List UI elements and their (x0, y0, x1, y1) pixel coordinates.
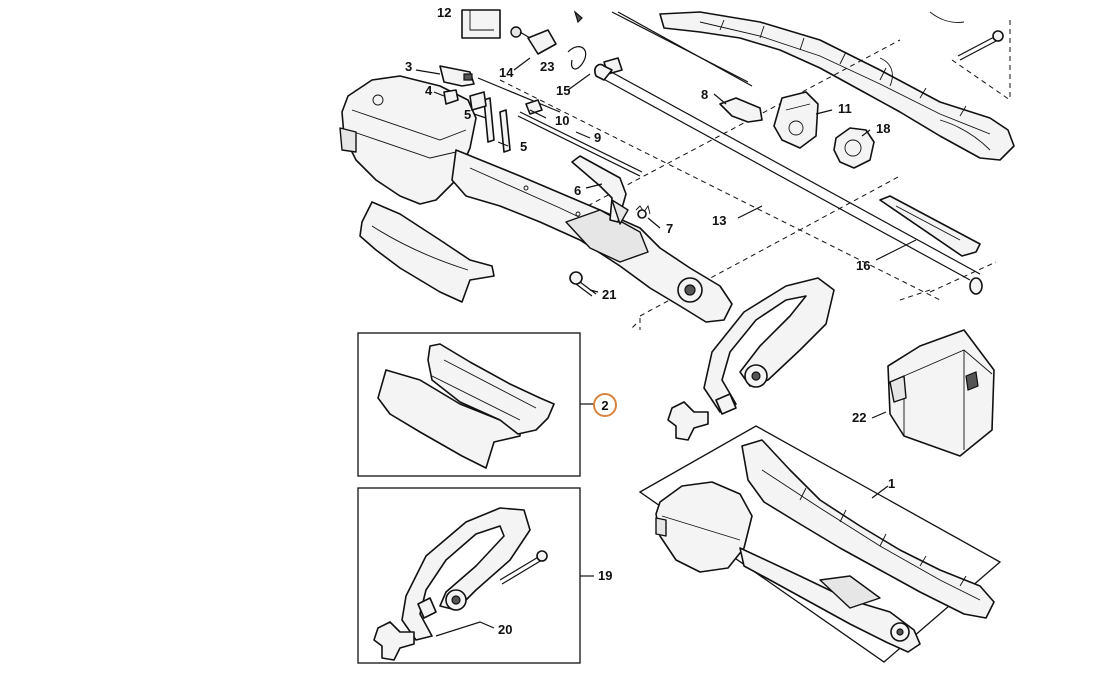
part-12-bracket (461, 9, 501, 39)
part-23-cable-tie (567, 46, 587, 70)
part-14-grommet (510, 10, 583, 55)
callout-5b[interactable]: 5 (520, 139, 528, 154)
inset-grip-halves (377, 343, 555, 469)
assembly-box-part-1 (638, 425, 1002, 663)
part-16-label (879, 195, 981, 257)
callout-21[interactable]: 21 (602, 287, 617, 302)
loop-handle (703, 277, 835, 415)
part-3-latch (439, 65, 475, 87)
upper-housing-frame (659, 11, 1015, 161)
callout-23[interactable]: 23 (540, 59, 555, 74)
shaft-housing (451, 149, 733, 323)
callout-2-highlighted[interactable]: 2 (593, 393, 617, 417)
callout-3[interactable]: 3 (405, 59, 413, 74)
callout-11[interactable]: 11 (838, 101, 852, 116)
callout-15[interactable]: 15 (556, 83, 571, 98)
part-13-drive-shaft (594, 63, 983, 295)
part-22-guard (887, 329, 995, 457)
callout-1[interactable]: 1 (888, 476, 896, 491)
callout-9[interactable]: 9 (594, 130, 602, 145)
part-8-switch (719, 97, 763, 123)
inset-loop-handle (401, 507, 548, 641)
assembly-engine-cover (655, 481, 753, 573)
callout-4[interactable]: 4 (425, 83, 433, 98)
part-7-spring (635, 204, 651, 219)
callout-5a[interactable]: 5 (464, 107, 472, 122)
callout-22[interactable]: 22 (852, 410, 867, 425)
callout-18[interactable]: 18 (876, 121, 891, 136)
part-21-screw (569, 271, 597, 297)
hand-grip-sleeve (359, 201, 495, 303)
callout-10[interactable]: 10 (555, 113, 570, 128)
part-11-clamp (773, 91, 819, 149)
callout-19[interactable]: 19 (598, 568, 613, 583)
part-4-clip (443, 89, 459, 105)
callout-7[interactable]: 7 (666, 221, 674, 236)
callout-8[interactable]: 8 (701, 87, 709, 102)
part-6-throttle-lever (571, 155, 629, 225)
part-5-pins (469, 91, 511, 153)
callout-16[interactable]: 16 (856, 258, 871, 273)
callout-12[interactable]: 12 (437, 5, 452, 20)
assembly-frame (741, 439, 995, 619)
callout-20[interactable]: 20 (498, 622, 513, 637)
wing-knob (667, 401, 709, 441)
assembly-shaft-housing (739, 547, 921, 653)
inset-wing-knob (373, 621, 415, 661)
screw-top-right (957, 30, 1004, 61)
part-18-nut (833, 127, 875, 169)
callout-14[interactable]: 14 (499, 65, 514, 80)
callout-13[interactable]: 13 (712, 213, 727, 228)
part-9-10-rods (517, 99, 643, 177)
engine-cover (339, 75, 477, 205)
callout-6[interactable]: 6 (574, 183, 582, 198)
